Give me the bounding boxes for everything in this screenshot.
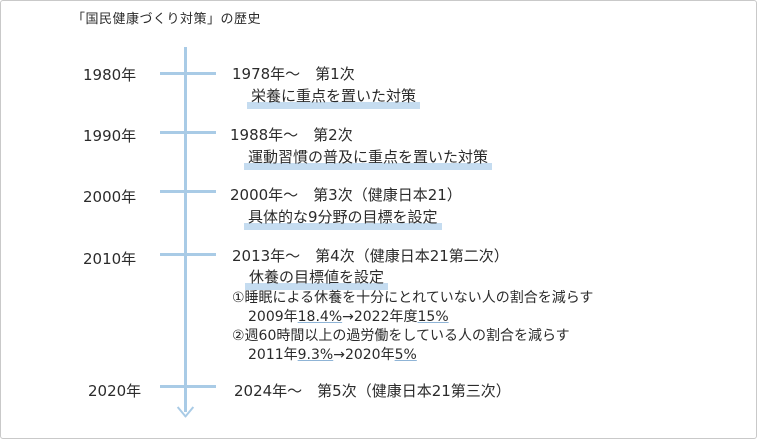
year-label-1990: 1990年 [83, 127, 137, 145]
year-label-2010: 2010年 [83, 250, 137, 268]
target-1-to-value: 15% [417, 309, 449, 325]
timeline-axis [184, 47, 187, 412]
phase-4-highlight: 休養の目標値を設定 [245, 266, 389, 290]
target-2-from-year: 2011年 [248, 347, 298, 363]
phase-1-highlight: 栄養に重点を置いた対策 [247, 85, 421, 109]
year-label-1980: 1980年 [83, 66, 137, 84]
target-1-from-value: 18.4% [297, 309, 343, 325]
target-1-from-year: 2009年 [248, 309, 298, 325]
target-1-text: ①睡眠による休養を十分にとれていない人の割合を減らす [232, 290, 594, 306]
timeline-tick-2010 [160, 253, 216, 256]
highlight-marker [244, 223, 442, 230]
highlight-marker [245, 283, 389, 290]
timeline-tick-1990 [160, 131, 216, 134]
page-title: 「国民健康づくり対策」の歴史 [72, 12, 262, 27]
phase-1-heading: 1978年～ 第1次 [232, 65, 355, 83]
phase-2-highlight: 運動習慣の普及に重点を置いた対策 [244, 146, 493, 170]
phase-3-highlight: 具体的な9分野の目標を設定 [244, 206, 442, 230]
target-2-arrow: → [333, 347, 345, 363]
timeline-tick-2000 [160, 190, 216, 193]
target-2-to-year: 2020年 [344, 347, 395, 363]
year-label-2000: 2000年 [83, 188, 137, 206]
target-2-to-value: 5% [394, 347, 417, 363]
highlight-marker [247, 102, 421, 109]
target-2-values: 2011年9.3%→2020年5% [248, 344, 417, 364]
timeline-tick-1980 [160, 72, 216, 75]
target-1-arrow: → [342, 309, 354, 325]
phase-3-heading: 2000年～ 第3次（健康日本21） [230, 186, 462, 204]
phase-3-highlight-text: 具体的な9分野の目標を設定 [248, 208, 438, 226]
phase-4-highlight-text: 休養の目標値を設定 [249, 268, 385, 286]
target-1-values: 2009年18.4%→2022年度15% [248, 306, 449, 326]
phase-1-highlight-text: 栄養に重点を置いた対策 [251, 87, 417, 105]
target-2-text: ②週60時間以上の過労働をしている人の割合を減らす [232, 328, 570, 344]
year-label-2020: 2020年 [88, 382, 142, 400]
phase-2-heading: 1988年～ 第2次 [230, 126, 353, 144]
highlight-marker [244, 163, 493, 170]
target-1-to-year: 2022年度 [353, 309, 418, 325]
target-2-from-value: 9.3% [297, 347, 334, 363]
timeline-tick-2020 [160, 385, 216, 388]
phase-2-highlight-text: 運動習慣の普及に重点を置いた対策 [248, 148, 489, 166]
phase-5-heading: 2024年～ 第5次（健康日本21第三次） [234, 382, 511, 400]
phase-4-heading: 2013年～ 第4次（健康日本21第二次） [232, 247, 509, 265]
